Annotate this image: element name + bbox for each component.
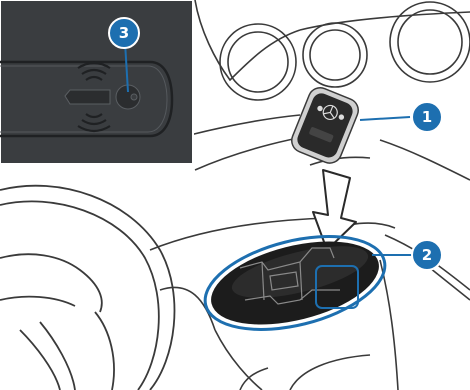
callout-2-label: 2 — [422, 246, 432, 264]
gauge-left — [220, 24, 296, 100]
gauge-right — [303, 23, 367, 87]
inset-detail-panel — [0, 0, 193, 164]
callout-2: 2 — [412, 240, 442, 270]
key-stowage-tray — [196, 220, 412, 346]
callout-3: 3 — [109, 18, 139, 48]
dashboard-line-art — [150, 0, 470, 390]
callout-1: 1 — [412, 102, 442, 132]
steering-wheel — [0, 186, 174, 390]
vehicle-key: ● ● — [288, 84, 410, 167]
callout-1-label: 1 — [422, 108, 432, 126]
callout-1-leader — [360, 117, 410, 120]
callout-3-label: 3 — [119, 24, 129, 42]
